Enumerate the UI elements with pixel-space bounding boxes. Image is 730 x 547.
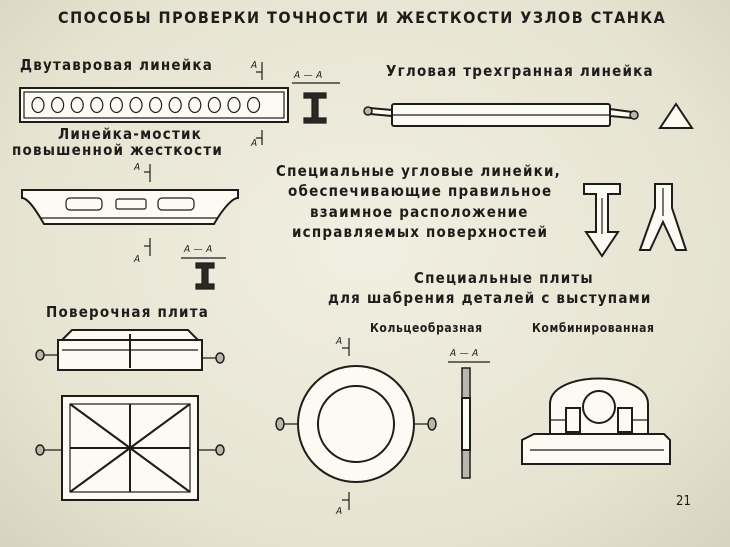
ruler-hole [188,96,202,114]
special-rulers-label-line2: обеспечивающие правильное [288,182,553,200]
special-rulers-label-line3: взаимное расположение [310,203,529,221]
angle-ruler-label: Угловая трехгранная линейка [386,62,654,80]
slide-title: СПОСОБЫ ПРОВЕРКИ ТОЧНОСТИ И ЖЕСТКОСТИ УЗ… [58,8,667,27]
ring-section-title: A — A [450,348,479,359]
combined-plate-drawing [521,377,671,465]
ruler-hole [207,96,221,114]
bridge-section-mark-bottom: A [134,254,141,265]
special-rulers-label-line4: исправляемых поверхностей [292,223,549,241]
combined-plate-label: Комбинированная [532,321,655,335]
page-number: 21 [676,494,691,509]
special-rulers-label-line1: Специальные угловые линейки, [276,162,561,180]
i-beam-section-drawing [303,92,327,124]
surface-plate-label: Поверочная плита [46,303,210,321]
ring-plate-label: Кольцеобразная [370,321,483,335]
ruler-hole [247,96,261,114]
bridge-section-mark-top: A [134,162,141,173]
surface-plate-side-drawing [35,329,225,371]
i-beam-section-mark-top: A [251,60,258,71]
ruler-hole [50,96,65,114]
ruler-hole [227,96,241,114]
bridge-ruler-label-line1: Линейка-мостик [58,125,203,143]
ruler-hole [168,96,182,114]
ruler-hole [109,96,124,114]
angle-ruler-drawing [363,102,694,129]
ring-plate-drawing [275,338,490,510]
i-beam-section-marks [256,62,340,145]
bridge-ruler-label-line2: повышенной жесткости [12,141,224,159]
bridge-ruler-drawing [21,164,239,290]
special-angle-rulers-drawing [583,183,688,258]
surface-plate-top-drawing [35,395,225,501]
i-beam-section-title: A — A [294,70,323,81]
ruler-hole [90,96,104,114]
ruler-hole [149,96,163,114]
bridge-section-title: A — A [184,244,213,255]
ring-section-mark-top: A [336,336,343,347]
ruler-hole [70,96,84,114]
special-plates-label-line1: Специальные плиты [414,269,594,287]
i-beam-ruler-drawing [19,87,289,123]
ruler-hole [129,96,143,114]
i-beam-ruler-label: Двутавровая линейка [20,56,214,74]
ruler-hole [31,96,45,114]
i-beam-section-mark-bottom: A [251,138,258,149]
special-plates-label-line2: для шабрения деталей с выступами [328,289,652,307]
ring-section-mark-bottom: A [336,506,343,517]
